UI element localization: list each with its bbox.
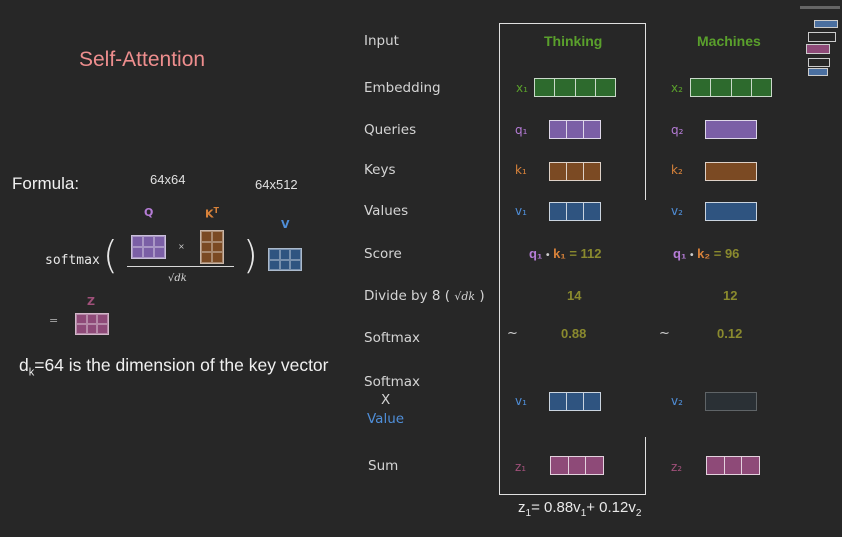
dk-description: dk=64 is the dimension of the key vector: [19, 352, 329, 386]
row-label-softmax: Softmax: [364, 330, 421, 346]
row-label-keys: Keys: [364, 162, 396, 178]
col1-key-vector: [549, 162, 601, 181]
col1-score-q: q₁: [529, 246, 543, 261]
col1-softmax: 0.88: [561, 326, 587, 341]
col1-score: q₁ • k₁ = 112: [529, 246, 602, 261]
col2-value-vector: [705, 202, 757, 221]
col2-x-label: x₂: [671, 81, 683, 95]
row-label-queries: Queries: [364, 122, 417, 138]
col2-k-label: k₂: [671, 163, 683, 177]
row-label-score: Score: [364, 246, 402, 262]
transformer-thumbnail-icon: [800, 6, 840, 82]
col1-q-label: q₁: [515, 123, 528, 137]
col2-z-label: z₂: [671, 460, 683, 474]
col1-score-dot: •: [545, 250, 550, 261]
col2-divided: 12: [723, 288, 738, 303]
k-letter: K: [205, 207, 214, 221]
col2-softmax: 0.12: [717, 326, 743, 341]
sqrt-dk: √dk: [168, 273, 187, 284]
row-label-sum: Sum: [368, 458, 399, 474]
z-label: Z: [87, 295, 95, 308]
v-matrix: [268, 248, 302, 271]
col1-header: Thinking: [544, 33, 603, 49]
divide-text: Divide by 8 (: [364, 288, 451, 304]
col1-tilde: ~: [507, 326, 518, 341]
col1-v-label: v₁: [515, 204, 527, 218]
col2-weighted-v-label: v₂: [671, 394, 683, 408]
col2-tilde: ~: [659, 326, 670, 341]
row-label-x: X: [381, 392, 391, 408]
desc-d: d: [19, 355, 29, 375]
box-gap: [643, 200, 647, 437]
col2-sum-vector: [706, 456, 760, 475]
v-label: V: [281, 218, 290, 231]
col1-query-vector: [549, 120, 601, 139]
col1-score-k: k₁: [553, 246, 566, 261]
col1-embedding-vector: [534, 78, 616, 97]
col2-score-q: q₁: [673, 246, 687, 261]
q-label: Q: [144, 206, 154, 219]
row-label-embedding: Embedding: [364, 80, 441, 96]
formula-v1-sub: 1: [580, 508, 587, 519]
col2-q-label: q₂: [671, 123, 684, 137]
formula-z: z: [518, 499, 526, 516]
kt-label: KT: [205, 206, 219, 221]
equals-sign: =: [49, 314, 59, 327]
col2-score-dot: •: [689, 250, 694, 261]
col1-sum-vector: [550, 456, 604, 475]
col2-key-vector: [705, 162, 757, 181]
row-label-values: Values: [364, 203, 409, 219]
col1-score-value: 112: [580, 246, 602, 261]
col2-query-vector: [705, 120, 757, 139]
col1-divided: 14: [567, 288, 582, 303]
divide-close: ): [479, 288, 485, 304]
dim-qk-label: 64x64: [150, 172, 186, 187]
formula-label: Formula:: [12, 174, 80, 193]
col1-score-eq: =: [569, 246, 577, 261]
formula-eq: = 0.88v: [531, 499, 581, 516]
col1-x-label: x₁: [516, 81, 528, 95]
fraction-bar: [127, 266, 234, 267]
col1-z-label: z₁: [515, 460, 527, 474]
formula-plus: + 0.12v: [586, 499, 636, 516]
col2-header: Machines: [697, 33, 761, 49]
col2-score-value: 96: [724, 246, 740, 261]
z1-formula: z1= 0.88v1+ 0.12v2: [518, 499, 641, 519]
open-paren: (: [103, 233, 118, 277]
col2-score: q₁ • k₂ = 96: [673, 246, 739, 261]
col2-score-eq: =: [713, 246, 722, 261]
col2-embedding-vector: [690, 78, 772, 97]
col1-weighted-value-vector: [549, 392, 601, 411]
desc-k-sub: k: [28, 366, 35, 379]
col2-score-k: k₂: [697, 246, 711, 261]
row-label-softmax-x: Softmax: [364, 374, 421, 390]
desc-rest: =64 is the dimension of the key vector: [34, 355, 329, 375]
page-title: Self-Attention: [79, 48, 206, 71]
col1-k-label: k₁: [515, 163, 527, 177]
col1-value-vector: [549, 202, 601, 221]
softmax-word: softmax: [45, 253, 100, 268]
q-matrix: [131, 235, 166, 259]
z-matrix: [75, 313, 109, 335]
dim-v-label: 64x512: [255, 177, 298, 192]
close-paren: ): [243, 233, 258, 277]
row-label-input: Input: [364, 33, 399, 49]
row-label-value: Value: [367, 411, 405, 427]
formula-v2-sub: 2: [635, 508, 642, 519]
formula-z-sub: 1: [525, 508, 532, 519]
transpose-sup: T: [213, 206, 219, 215]
kt-matrix: [200, 230, 224, 264]
col2-v-label: v₂: [671, 204, 683, 218]
col1-weighted-v-label: v₁: [515, 394, 527, 408]
divide-sqrt: √dk: [454, 290, 476, 303]
col2-weighted-value-vector: [705, 392, 757, 411]
times-sign: ×: [178, 242, 185, 251]
row-label-divide: Divide by 8 ( √dk ): [364, 288, 485, 304]
